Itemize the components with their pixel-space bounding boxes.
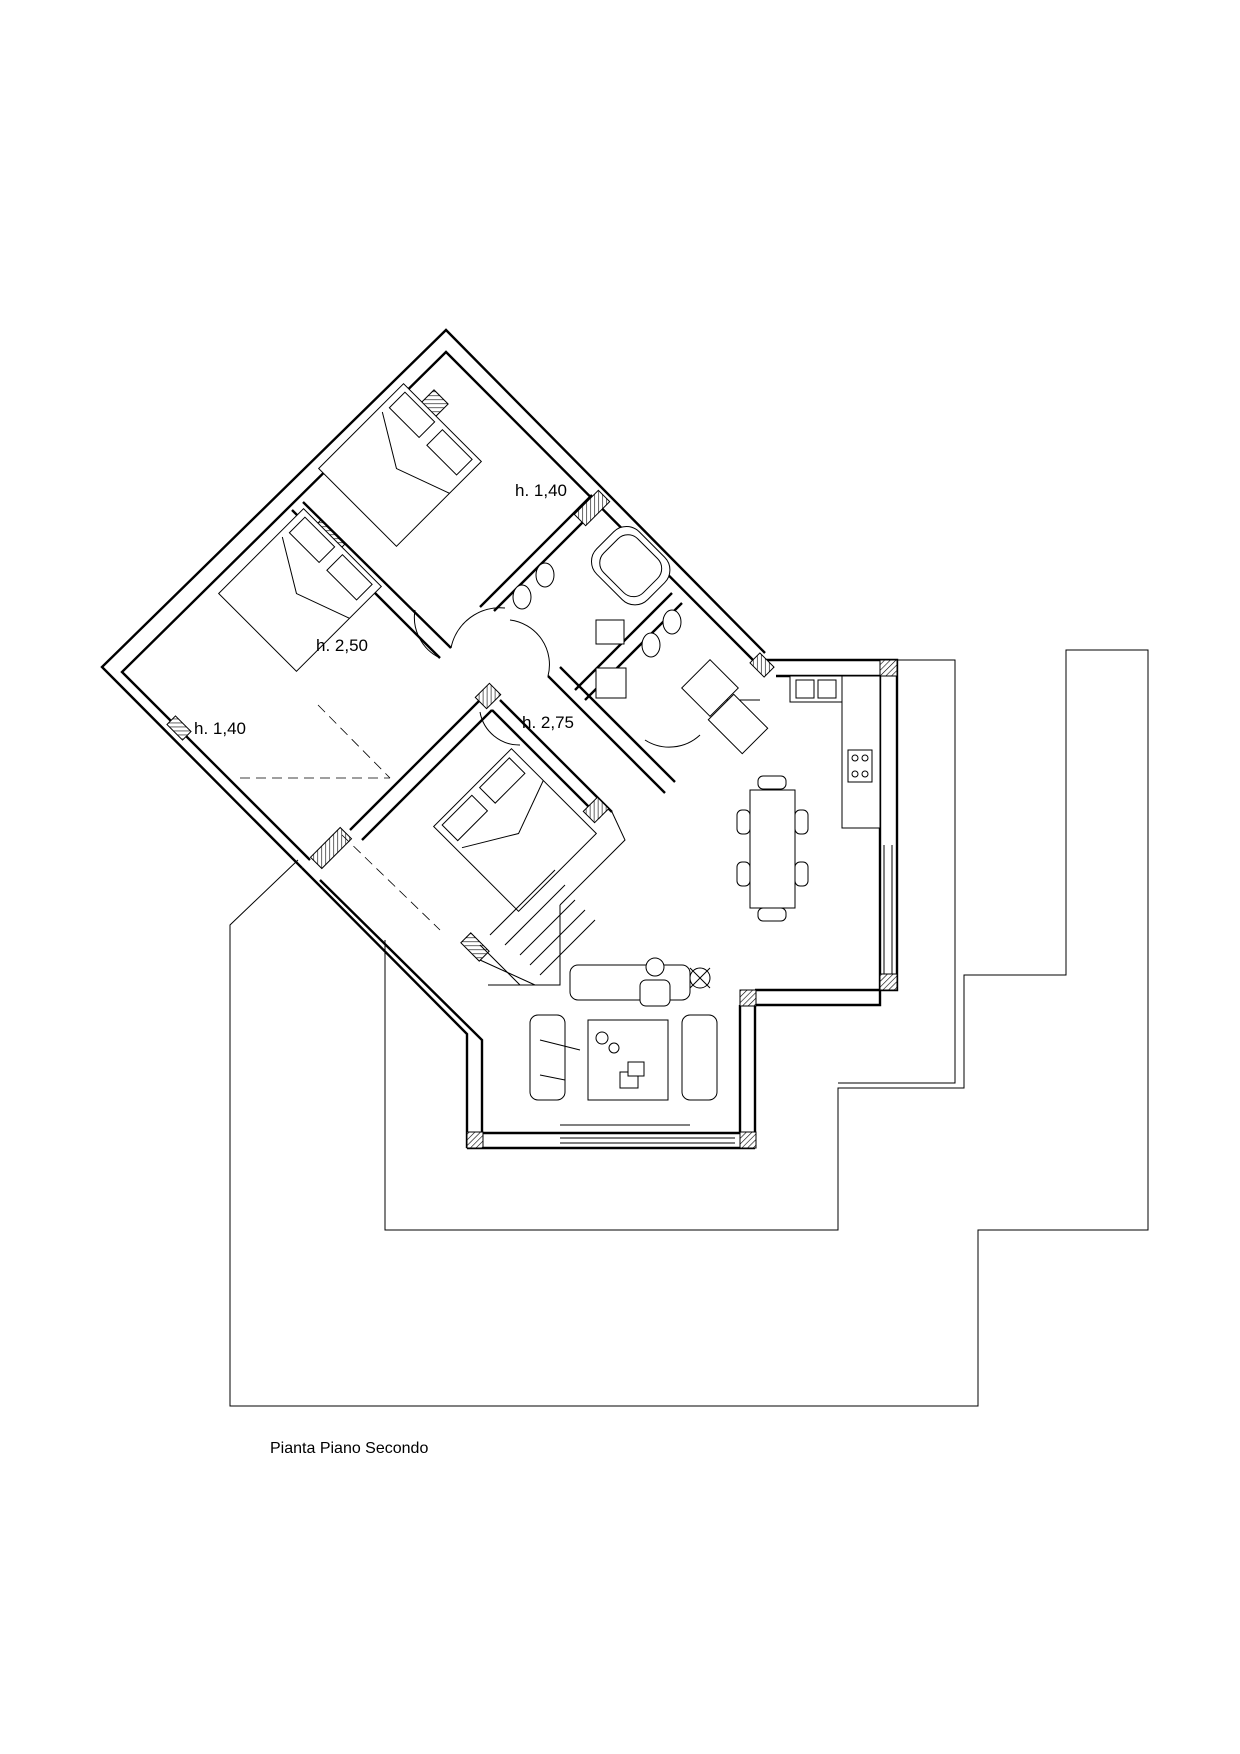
bed-top [317,382,483,548]
bath-fixtures [512,562,769,755]
bathtub [590,525,671,606]
plan-title: Pianta Piano Secondo [270,1440,428,1457]
room-height-label-corner: h. 1,40 [194,719,246,738]
slope-lines [240,704,441,931]
bed-left [217,507,383,673]
living-furniture [529,957,718,1126]
dining-table [736,775,809,922]
kitchen-counter [789,675,881,829]
exterior-walls [100,328,899,1150]
room-height-label-left-bedroom: h. 2,50 [316,636,368,655]
roof-outline [229,649,1149,1407]
room-height-label-corridor: h. 2,75 [522,713,574,732]
bed-bottom [432,747,598,913]
room-height-label-top-bedroom: h. 1,40 [515,481,567,500]
staircase [479,869,596,986]
